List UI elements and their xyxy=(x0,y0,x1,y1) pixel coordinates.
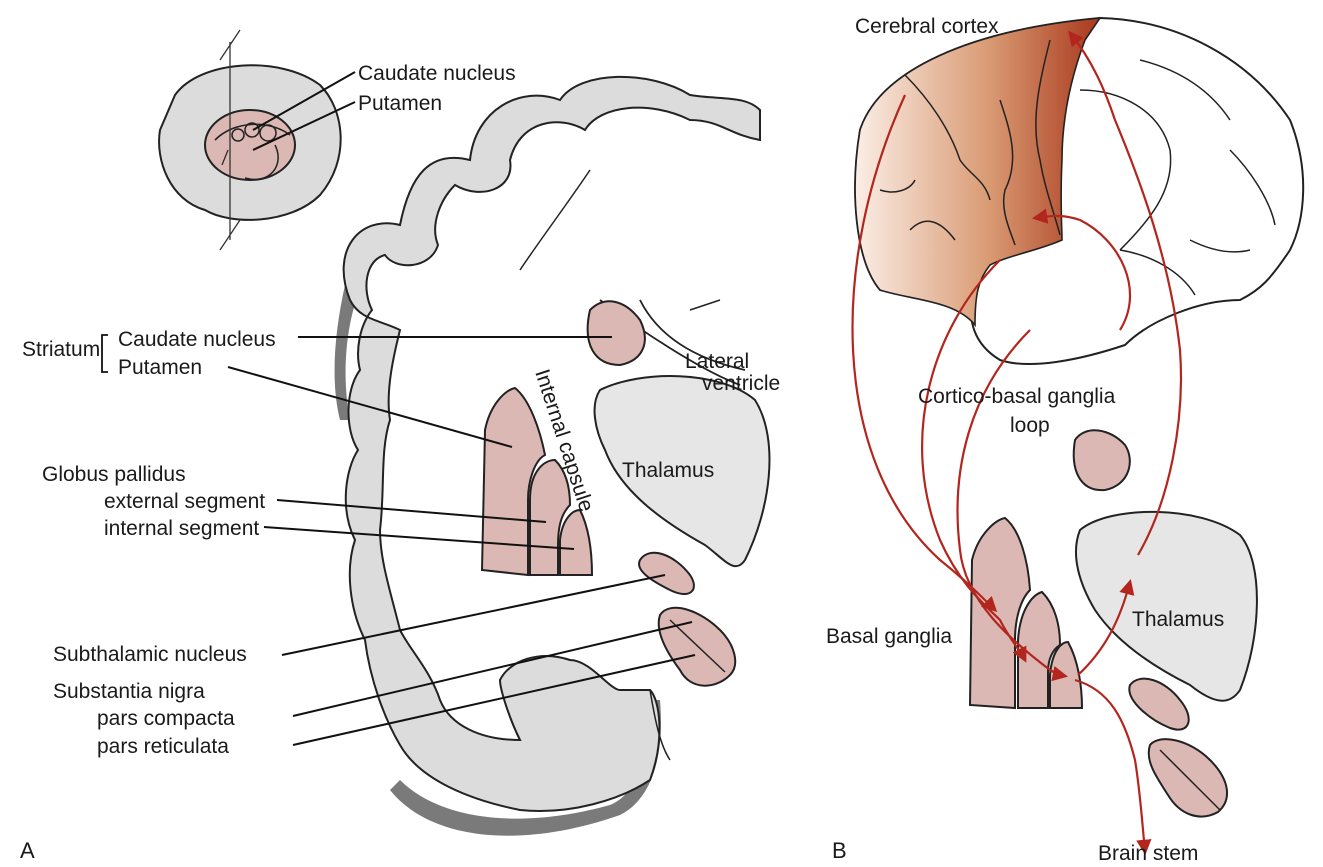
brain-stem-label: Brain stem xyxy=(1098,842,1198,865)
loop-label-1: Cortico-basal ganglia xyxy=(918,385,1116,408)
subthalamic-nucleus xyxy=(639,553,694,594)
subthalamic-label: Subthalamic nucleus xyxy=(53,643,247,666)
b-thalamus-label: Thalamus xyxy=(1132,608,1224,631)
loop-label-2: loop xyxy=(1010,414,1050,437)
b-thalamus xyxy=(1076,512,1257,701)
thalamus-label: Thalamus xyxy=(622,459,714,482)
inset-caudate-label: Caudate nucleus xyxy=(358,62,516,85)
substantia-nigra-label: Substantia nigra xyxy=(53,680,205,703)
inset-putamen-label: Putamen xyxy=(358,92,442,115)
lateral-ventricle-label-2: ventricle xyxy=(702,372,780,395)
globus-pallidus-label: Globus pallidus xyxy=(42,463,186,486)
pars-compacta-label: pars compacta xyxy=(97,707,235,730)
b-globus-internal xyxy=(1050,642,1082,708)
external-segment-label: external segment xyxy=(104,490,265,513)
b-caudate xyxy=(1074,430,1130,490)
internal-segment-label: internal segment xyxy=(104,517,259,540)
striatum-bracket xyxy=(102,335,108,372)
caudate-nucleus xyxy=(588,301,645,365)
inset-brain xyxy=(159,30,341,250)
globus-pallidus-internal xyxy=(560,510,592,575)
subthalamic-leader xyxy=(282,575,665,655)
panel-b-letter: B xyxy=(832,838,847,863)
panel-a: Caudate nucleus Putamen Striatum C xyxy=(20,30,780,863)
lateral-ventricle-label-1: Lateral xyxy=(685,350,749,373)
putamen-label: Putamen xyxy=(118,356,202,379)
panel-a-letter: A xyxy=(20,838,35,863)
basal-ganglia-label: Basal ganglia xyxy=(826,625,952,648)
striatum-label: Striatum xyxy=(22,338,100,361)
substantia-nigra xyxy=(659,608,736,686)
caudate-label: Caudate nucleus xyxy=(118,328,276,351)
b-subthalamic xyxy=(1129,679,1188,730)
panel-b: Cerebral cortex Cortico-basal ganglia lo… xyxy=(826,15,1303,865)
pars-reticulata-label: pars reticulata xyxy=(97,735,229,758)
cerebral-cortex-label: Cerebral cortex xyxy=(855,15,999,38)
